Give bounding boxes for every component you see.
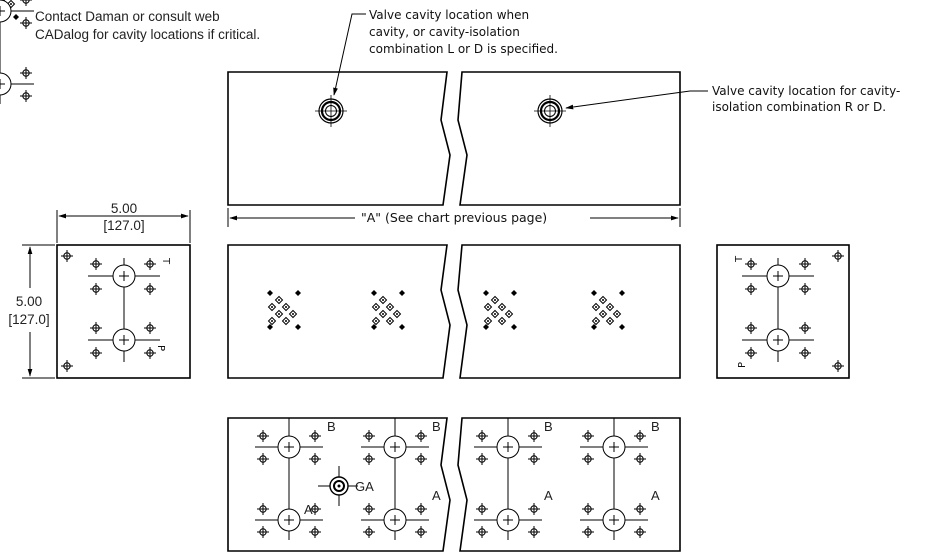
- right-port-p-label: P: [737, 362, 748, 368]
- bottom-b-label-2: B: [432, 419, 441, 434]
- bottom-view: [0, 0, 681, 552]
- valve-cavity-right-icon: [532, 93, 568, 129]
- bottom-a-label-2: A: [432, 488, 441, 503]
- height-dimension: [22, 244, 55, 379]
- width-dimension: [56, 210, 191, 243]
- ga-label: GA: [355, 479, 374, 494]
- right-port-t-label: T: [734, 255, 745, 263]
- contact-note-line2: CADalog for cavity locations if critical…: [35, 27, 260, 42]
- left-port-t-label: T: [160, 257, 171, 265]
- length-label: "A" (See chart previous page): [361, 210, 547, 225]
- valve-left-note-line1: Valve cavity location when: [369, 8, 529, 22]
- gauge-port-ga: [318, 466, 358, 506]
- valve-right-note-line2: isolation combination R or D.: [712, 100, 886, 114]
- side-view: [0, 0, 681, 379]
- length-dimension: [227, 208, 681, 227]
- width-metric: [127.0]: [103, 218, 144, 233]
- valve-right-leader: [565, 90, 708, 110]
- contact-note-line1: Contact Daman or consult web: [35, 9, 220, 24]
- height-metric: [127.0]: [8, 312, 49, 327]
- valve-cavity-left-icon: [313, 93, 349, 129]
- width-value: 5.00: [111, 201, 137, 216]
- valve-left-note-line2: cavity, or cavity-isolation: [369, 25, 520, 39]
- bottom-a-label-1: A: [304, 502, 313, 517]
- left-port-p-label: P: [155, 345, 166, 351]
- bottom-a-label-3: A: [544, 488, 553, 503]
- valve-station: [0, 0, 34, 104]
- bottom-b-label-3: B: [544, 419, 553, 434]
- right-end-view: [716, 244, 850, 379]
- bottom-b-label-1: B: [327, 419, 336, 434]
- top-view: [227, 71, 681, 206]
- height-value: 5.00: [16, 294, 42, 309]
- bottom-a-label-4: A: [651, 488, 660, 503]
- valve-left-note-line3: combination L or D is specified.: [369, 42, 558, 56]
- bottom-b-label-4: B: [651, 419, 660, 434]
- valve-left-leader: [333, 13, 366, 96]
- valve-right-note-line1: Valve cavity location for cavity-: [712, 84, 900, 98]
- left-end-view: [56, 244, 191, 379]
